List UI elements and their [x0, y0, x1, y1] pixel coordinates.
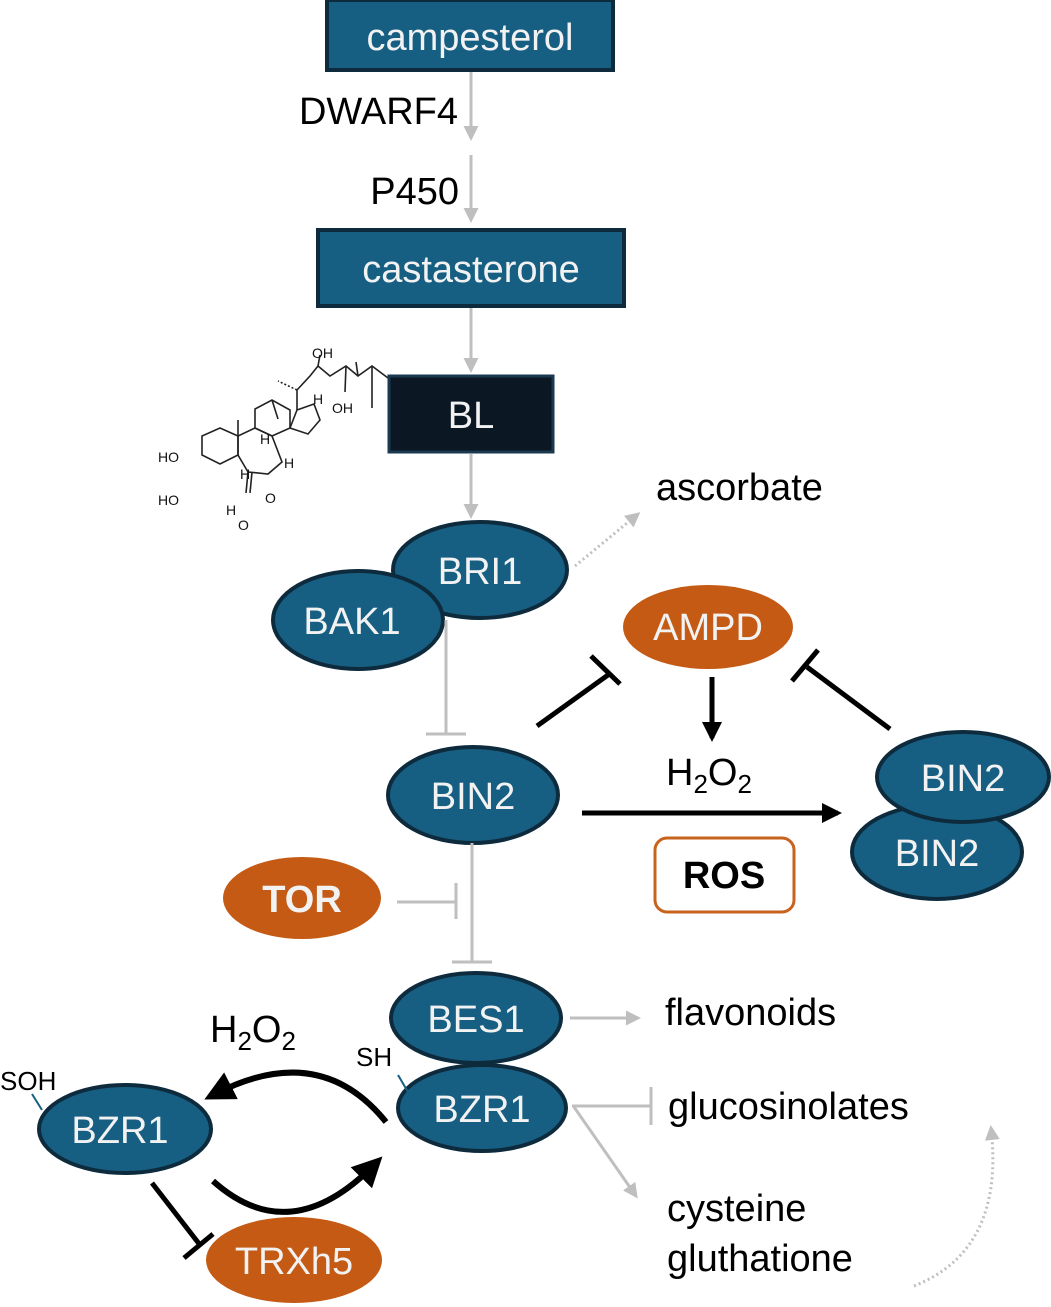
tor-node: TOR [223, 857, 381, 939]
bin2-dimer-top-node: BIN2 [875, 730, 1051, 824]
bin2-dimer-top-label: BIN2 [921, 758, 1005, 800]
sh-label: SH [356, 1042, 392, 1072]
bin2-inhibits-bes1 [452, 843, 492, 964]
trxh5-node: TRXh5 [206, 1217, 382, 1303]
ascorbate-label: ascorbate [656, 467, 823, 509]
trxh5-label: TRXh5 [235, 1241, 353, 1283]
h2o2-cycle-label: H2O2 [210, 1009, 296, 1056]
bes1-node: BES1 [389, 971, 563, 1065]
svg-text:H: H [284, 455, 294, 471]
gluthatione-label: gluthatione [667, 1238, 853, 1280]
ampd-node: AMPD [623, 585, 793, 669]
campesterol-node: campesterol [325, 0, 615, 72]
castasterone-node: castasterone [316, 228, 626, 308]
bak1-node: BAK1 [271, 569, 445, 671]
svg-text:OH: OH [332, 400, 353, 416]
ampd-label: AMPD [653, 607, 763, 649]
svg-text:H: H [240, 466, 250, 482]
svg-text:OH: OH [312, 345, 333, 361]
svg-text:H: H [226, 502, 236, 518]
svg-text:H: H [260, 431, 270, 447]
bin2-dimer-bottom-label: BIN2 [895, 833, 979, 875]
svg-text:H: H [313, 391, 323, 407]
gluthatione-to-glucosinolates-arrow [913, 1125, 1000, 1288]
tor-label: TOR [262, 879, 342, 921]
bzr1-inhibits-glucosinolates [572, 1087, 653, 1125]
p450-label: P450 [370, 171, 459, 213]
bzr1-reduced-label: BZR1 [433, 1089, 530, 1131]
bin2-node: BIN2 [386, 745, 560, 845]
glucosinolates-label: glucosinolates [668, 1086, 909, 1128]
svg-text:HO: HO [158, 492, 179, 508]
ros-box: ROS [653, 836, 796, 914]
soh-label: SOH [0, 1066, 56, 1096]
brassinolide-atom-labels: OH H OH H H HO HO H H O O [158, 345, 353, 533]
bri1-label: BRI1 [438, 551, 522, 593]
h2o2-top-label: H2O2 [666, 752, 752, 799]
bes1-label: BES1 [427, 999, 524, 1041]
bri1-inhibits-bin2 [426, 620, 466, 736]
bzr1-reduced-node: BZR1 [396, 1063, 568, 1153]
svg-text:HO: HO [158, 449, 179, 465]
bin2-dimer-inhibits-ampd [790, 648, 892, 732]
oxidation-arrow [204, 1069, 389, 1124]
castasterone-label: castasterone [362, 249, 580, 291]
bin2-label: BIN2 [431, 776, 515, 818]
soh-bond [31, 1093, 43, 1111]
ros-label: ROS [683, 855, 765, 897]
cysteine-label: cysteine [667, 1188, 806, 1230]
bak1-label: BAK1 [303, 601, 400, 643]
bzr1-oxidized-node: BZR1 [37, 1083, 213, 1175]
bzr1-to-cysteine-arrow [572, 1106, 638, 1199]
bri1-node: BRI1 [391, 520, 569, 620]
bl-label: BL [448, 395, 494, 437]
sh-bond [397, 1074, 409, 1093]
bzr1-oxidized-label: BZR1 [71, 1110, 168, 1152]
reduction-arrow [210, 1156, 383, 1215]
campesterol-label: campesterol [367, 17, 574, 59]
tor-inhibits-bin2-bes1 [397, 883, 458, 919]
bri1-to-ascorbate-arrow [574, 512, 641, 568]
dwarf4-label: DWARF4 [299, 91, 458, 133]
bin2-inhibits-ampd [535, 654, 622, 729]
svg-text:O: O [265, 490, 276, 506]
brassinolide-structure [201, 354, 389, 494]
svg-text:O: O [238, 517, 249, 533]
flavonoids-label: flavonoids [665, 992, 836, 1034]
bzr1-inhibits-trxh5 [150, 1181, 215, 1260]
bl-node: BL [387, 374, 555, 454]
